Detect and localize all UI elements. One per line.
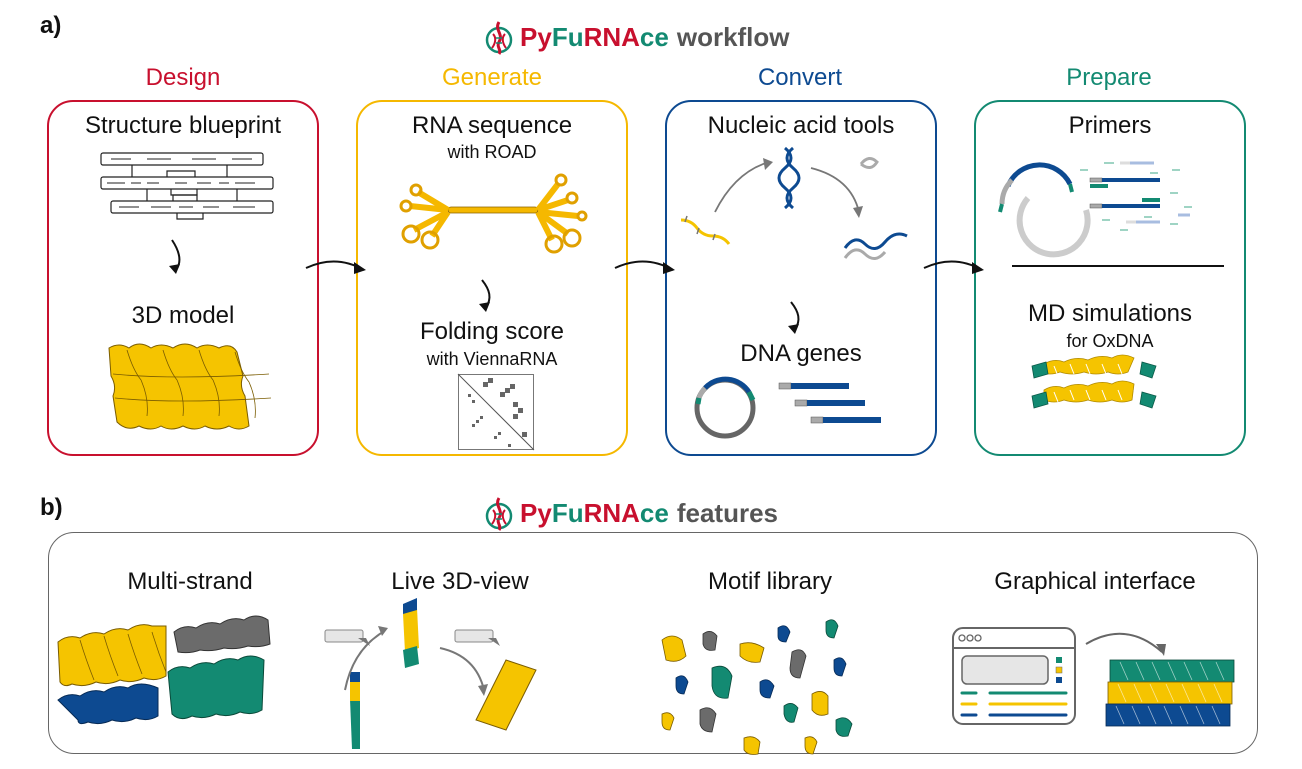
- down-arrow-icon: [169, 239, 181, 274]
- md-simulations-title: MD simulations: [1027, 300, 1193, 327]
- brand-ce: ce: [639, 21, 669, 52]
- rna-strand-icon: [680, 218, 731, 245]
- graphical-interface-illustration: [952, 627, 1235, 727]
- blueprint-diagram: [100, 152, 274, 220]
- generate-box: RNA sequence with ROAD Folding score wit…: [356, 100, 628, 456]
- design-box: Structure blueprint 3D model: [47, 100, 319, 456]
- button-mock-icon: [324, 629, 364, 643]
- title-suffix: features: [676, 497, 778, 528]
- stage-label-convert: Convert: [757, 64, 843, 91]
- dna-genes-diagram: [694, 376, 881, 439]
- dot-plot-matrix: [457, 373, 535, 451]
- stage-label-prepare: Prepare: [1066, 64, 1152, 91]
- dna-genes-title: DNA genes: [740, 340, 862, 367]
- brand-fu: Fu: [551, 497, 584, 528]
- button-mock-icon: [454, 629, 494, 643]
- panel-a-label: a): [40, 12, 62, 39]
- rna-sequence-title: RNA sequence: [411, 112, 573, 139]
- title-suffix: workflow: [676, 21, 790, 52]
- features-box: [48, 532, 1258, 754]
- pyfurnace-logo-icon: [485, 497, 513, 531]
- structure-blueprint-title: Structure blueprint: [84, 112, 282, 139]
- panel-b-label: b): [40, 494, 63, 521]
- primers-diagram: [998, 161, 1192, 258]
- folding-score-title: Folding score: [419, 318, 565, 345]
- pyfurnace-logo-icon: [485, 21, 513, 55]
- live-3d-view-illustration: [324, 598, 537, 749]
- feature-graphical-interface-title: Graphical interface: [994, 568, 1196, 595]
- feature-motif-library-title: Motif library: [707, 568, 833, 595]
- brand-ce: ce: [639, 497, 669, 528]
- prepare-box: Primers MD simulations for OxDNA: [974, 100, 1246, 456]
- brand-rna: RNA: [583, 21, 640, 52]
- down-arrow-icon: [479, 279, 491, 312]
- brand-py: Py: [520, 497, 552, 528]
- feature-multi-strand-title: Multi-strand: [127, 568, 253, 595]
- multi-strand-model: [57, 615, 271, 725]
- md-simulations-subtitle: for OxDNA: [1066, 331, 1154, 351]
- brand-fu: Fu: [551, 21, 584, 52]
- rna-secondary-structure: [399, 173, 588, 254]
- 3d-model-title: 3D model: [131, 302, 235, 329]
- brand-rna: RNA: [583, 497, 640, 528]
- section-divider: [1012, 265, 1224, 267]
- dna-double-helix-icon: [777, 146, 793, 210]
- nucleic-acid-tools-diagram: [680, 146, 908, 260]
- stage-label-design: Design: [145, 64, 221, 91]
- folding-score-subtitle: with ViennaRNA: [426, 349, 558, 369]
- oxdna-model: [1031, 354, 1157, 409]
- down-arrow-icon: [788, 301, 800, 334]
- rna-sequence-subtitle: with ROAD: [447, 142, 537, 162]
- feature-live-3d-view-title: Live 3D-view: [391, 568, 529, 595]
- stage-label-generate: Generate: [441, 64, 543, 91]
- brand-py: Py: [520, 21, 552, 52]
- motif-library-illustration: [661, 619, 853, 755]
- convert-box: Nucleic acid tools DNA genes: [665, 100, 937, 456]
- 3d-model-surface: [108, 343, 272, 430]
- nucleic-acid-tools-title: Nucleic acid tools: [707, 112, 895, 139]
- primers-title: Primers: [1068, 112, 1152, 139]
